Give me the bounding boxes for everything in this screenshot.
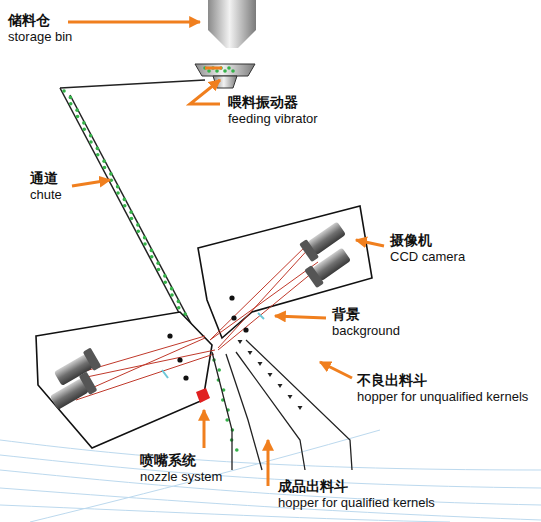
callout-en: background <box>332 324 400 339</box>
callout-zh: 背景 <box>332 306 360 322</box>
callout-en: feeding vibrator <box>228 112 318 127</box>
callout-zh: 不良出料斗 <box>357 372 427 388</box>
grain <box>136 229 140 233</box>
grain <box>76 115 80 119</box>
grain <box>82 127 86 131</box>
grain <box>89 140 93 144</box>
grain <box>156 261 160 265</box>
ccd-camera <box>48 219 352 413</box>
feeding-vibrator <box>195 64 255 88</box>
grain <box>177 300 181 304</box>
grain <box>223 69 227 73</box>
grain <box>96 153 100 157</box>
callout-en: CCD camera <box>390 250 465 265</box>
rejected-kernel <box>278 384 283 388</box>
grain <box>75 108 79 112</box>
rejected-kernels <box>238 340 303 410</box>
lower-housing <box>36 312 212 448</box>
grain <box>143 236 147 240</box>
grain <box>207 69 211 73</box>
rejected-kernel <box>298 406 303 410</box>
grain <box>130 217 134 221</box>
chute <box>60 80 205 350</box>
grain <box>170 293 174 297</box>
grain <box>215 69 219 73</box>
callout-en: hopper for unqualified kernels <box>357 390 537 405</box>
grain <box>136 223 140 227</box>
light-beams <box>76 240 318 400</box>
rejected-kernel <box>238 340 243 344</box>
grain <box>150 255 154 259</box>
grain <box>231 69 235 73</box>
grain <box>143 242 147 246</box>
grain <box>123 204 127 208</box>
hoppers <box>212 340 352 470</box>
grain <box>235 448 239 452</box>
rejected-kernel <box>258 362 263 366</box>
callout-zh: 喂料振动器 <box>228 94 298 110</box>
grain <box>123 198 127 202</box>
grain <box>116 185 120 189</box>
grain <box>62 89 66 93</box>
grain <box>89 134 93 138</box>
grain <box>150 249 154 253</box>
grain <box>227 66 231 70</box>
callout-en: chute <box>30 188 62 203</box>
nozzle <box>196 388 210 403</box>
grain <box>177 306 181 310</box>
grain <box>157 268 161 272</box>
background-plate <box>162 313 264 378</box>
leader-arrows <box>68 22 384 486</box>
grain <box>129 210 133 214</box>
grain <box>82 121 86 125</box>
callout-en: storage bin <box>8 30 72 45</box>
rejected-kernel <box>288 395 293 399</box>
grain <box>170 287 174 291</box>
callout-en: nozzle system <box>140 470 222 485</box>
grain <box>163 280 167 284</box>
upper-housing <box>198 206 372 338</box>
callout-zh: 成品出料斗 <box>278 478 348 494</box>
storage-bin <box>208 0 256 48</box>
grain <box>69 102 73 106</box>
grain <box>102 159 106 163</box>
callout-zh: 喷嘴系统 <box>140 452 196 468</box>
callout-zh: 通道 <box>30 170 58 186</box>
floor-waves <box>0 430 541 522</box>
grain <box>103 166 107 170</box>
grain <box>96 147 100 151</box>
rejected-kernel <box>248 351 253 355</box>
grain <box>163 274 167 278</box>
grain <box>109 172 113 176</box>
housing-dots <box>167 295 248 380</box>
grain <box>116 191 120 195</box>
grain <box>217 368 221 372</box>
callout-en: hopper for qualified kernels <box>278 496 435 511</box>
callout-zh: 摄像机 <box>390 232 432 248</box>
rejected-kernel <box>268 373 273 377</box>
callout-zh: 储料仓 <box>8 12 50 28</box>
grain <box>69 96 73 100</box>
